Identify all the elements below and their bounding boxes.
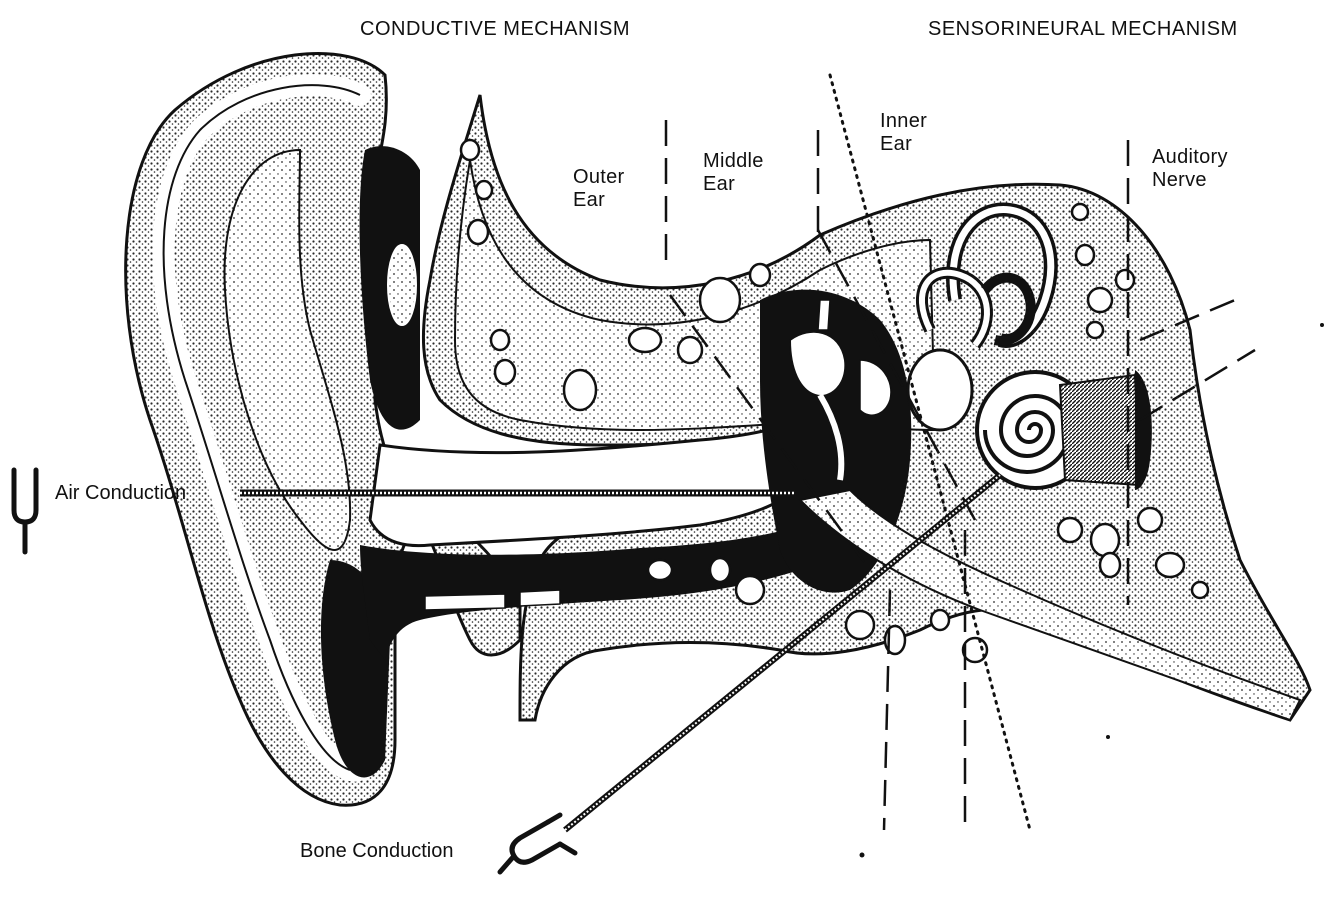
cochlea <box>977 372 1140 488</box>
inner-ear-label: Inner Ear <box>880 110 927 156</box>
speck <box>1320 323 1324 327</box>
middle-ear-label: Middle Ear <box>703 150 764 196</box>
speck <box>1106 735 1110 739</box>
air-conduction-label: Air Conduction <box>55 482 186 505</box>
bone-conduction-label: Bone Conduction <box>300 840 453 863</box>
sensorineural-mechanism-heading: SENSORINEURAL MECHANISM <box>928 18 1238 41</box>
outer-ear-label: Outer Ear <box>573 166 625 212</box>
auditory-nerve-label: Auditory Nerve <box>1152 146 1228 192</box>
conductive-mechanism-heading: CONDUCTIVE MECHANISM <box>360 18 630 41</box>
speck <box>860 853 865 858</box>
tuning-fork-icon <box>14 470 36 552</box>
tuning-fork-icon <box>500 815 575 872</box>
